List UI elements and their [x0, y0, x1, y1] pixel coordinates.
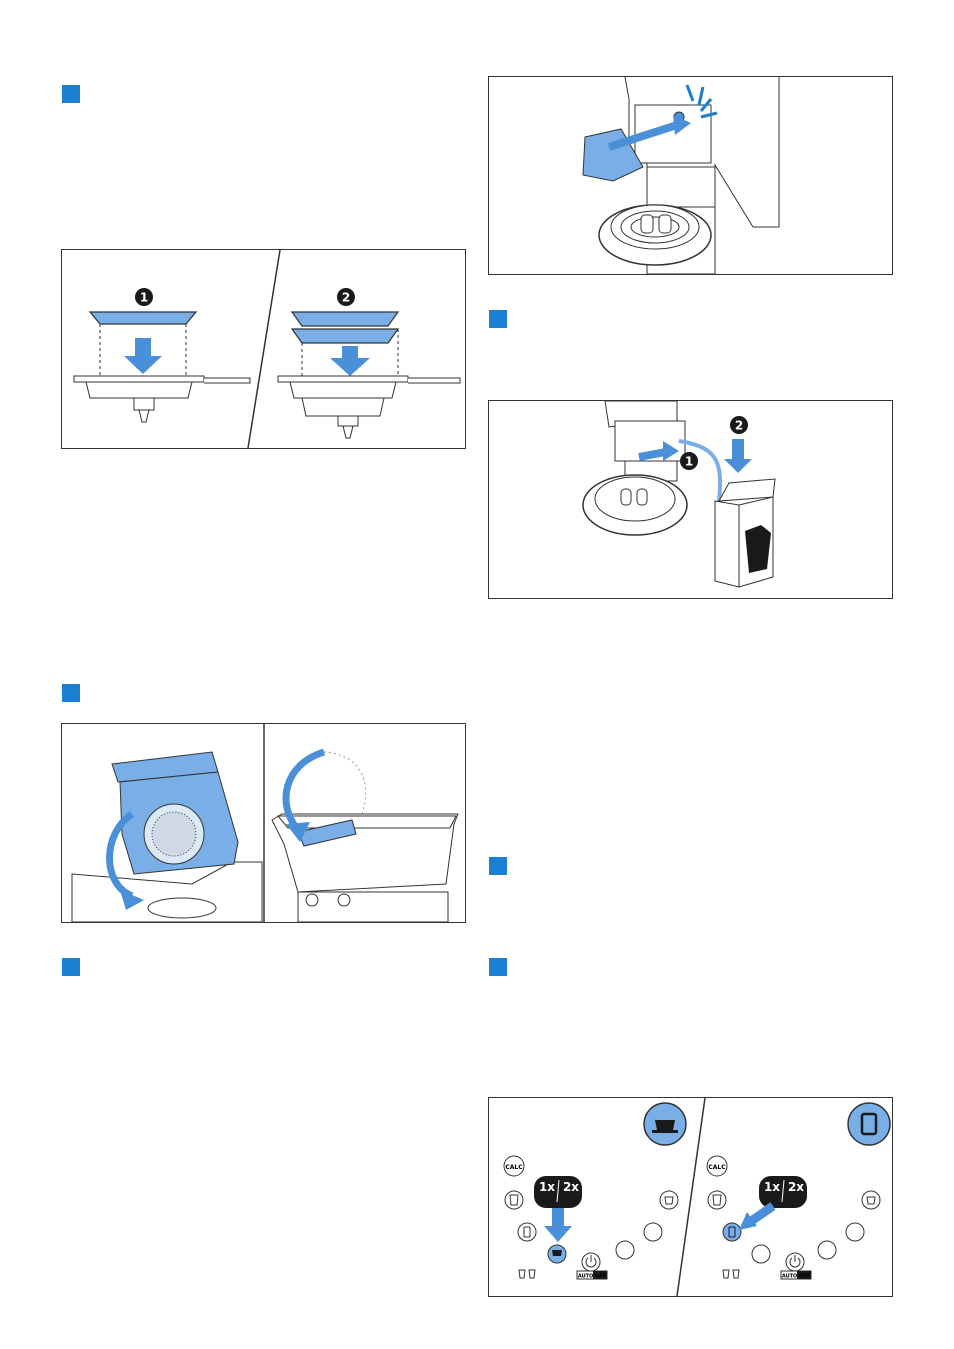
step-marker-3 — [62, 958, 80, 976]
callout-2: 2 — [342, 291, 350, 305]
auto-off-label: AUTO OFF — [782, 1274, 810, 1280]
calc-label: CALC — [505, 1164, 523, 1171]
step-marker-1 — [62, 85, 80, 103]
mult-1x: 1x — [764, 1180, 780, 1194]
callout-1: 1 — [140, 291, 148, 305]
mult-1x: 1x — [539, 1180, 555, 1194]
figure-control-panel: CALC 1x 2x AUTO OFF CALC 1x — [488, 1097, 893, 1297]
callout-2: 2 — [735, 419, 743, 433]
step-marker-2 — [62, 684, 80, 702]
step-marker-5 — [489, 857, 507, 875]
mult-2x: 2x — [563, 1180, 579, 1194]
figure-milk-carton: 1 2 — [488, 400, 893, 599]
step-marker-6 — [489, 958, 507, 976]
figure-pad-holder: 1 2 — [61, 249, 466, 449]
mult-2x: 2x — [788, 1180, 804, 1194]
figure-frother-attach — [488, 76, 893, 275]
figure-lid-open-close — [61, 723, 466, 923]
auto-off-label: AUTO OFF — [578, 1274, 606, 1280]
calc-label: CALC — [708, 1164, 726, 1171]
callout-1: 1 — [685, 455, 693, 469]
step-marker-4 — [489, 310, 507, 328]
